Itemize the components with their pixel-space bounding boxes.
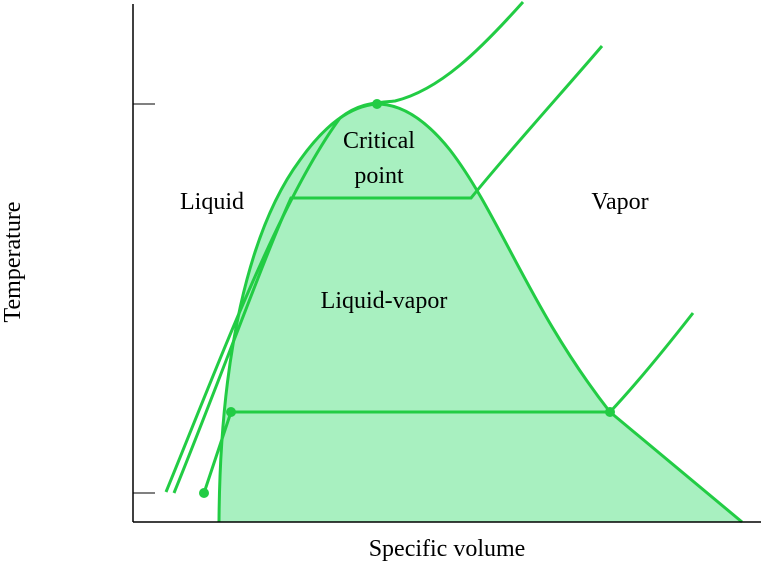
critical-point-label-line1: Critical xyxy=(343,128,415,154)
saturated-vapor-marker xyxy=(605,407,615,417)
x-axis-label: Specific volume xyxy=(369,536,526,562)
liquid-vapor-region-label: Liquid-vapor xyxy=(321,288,448,314)
compressed-liquid-marker xyxy=(199,488,209,498)
liquid-vapor-dome-fill xyxy=(219,104,742,522)
liquid-region-label: Liquid xyxy=(180,189,244,215)
saturated-liquid-marker xyxy=(226,407,236,417)
critical-point-marker xyxy=(372,99,382,109)
critical-point-label-line2: point xyxy=(354,163,404,189)
y-axis-label: Temperature xyxy=(0,202,26,323)
upper-isotherm xyxy=(172,45,604,494)
supercritical-isotherm xyxy=(164,0,525,493)
vapor-region-label: Vapor xyxy=(591,189,648,215)
